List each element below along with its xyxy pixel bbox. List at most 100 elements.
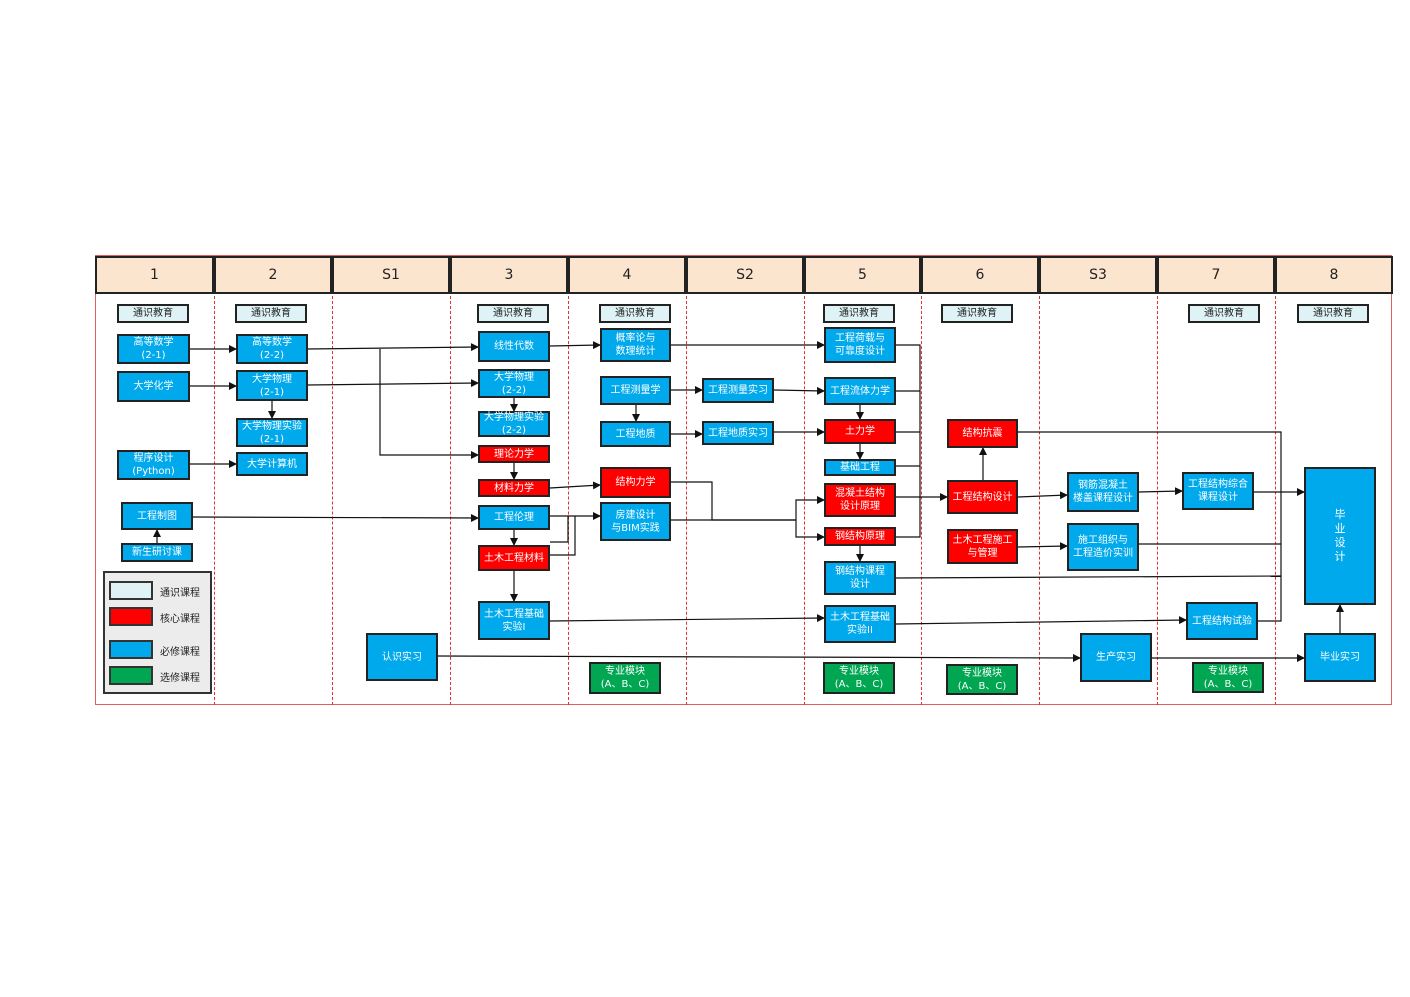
course-construction-management[interactable]: 土木工程施工 与管理 (947, 529, 1018, 564)
course-foundation-engineering[interactable]: 基础工程 (824, 459, 896, 476)
course-foundation-lab-2[interactable]: 土木工程基础 实验II (824, 605, 896, 643)
course-rc-floor-design[interactable]: 钢筋混凝土 楼盖课程设计 (1067, 472, 1139, 512)
course-programming[interactable]: 程序设计 (Python) (117, 450, 190, 480)
semester-header: 1 (95, 256, 214, 294)
semester-header: 8 (1275, 256, 1393, 294)
course-cognition-practice[interactable]: 认识实习 (366, 633, 438, 681)
course-structure-design[interactable]: 工程结构设计 (947, 480, 1018, 514)
course-steel-design[interactable]: 钢结构课程 设计 (824, 561, 896, 595)
legend-label-elective: 选修课程 (160, 673, 200, 684)
course-professional-module[interactable]: 专业模块 (A、B、C) (1192, 662, 1264, 693)
course-physics-2[interactable]: 大学物理 (2-2) (478, 369, 550, 398)
column-divider (568, 296, 569, 705)
column-divider (1039, 296, 1040, 705)
general-education-box: 通识教育 (823, 304, 895, 323)
course-geology-practice[interactable]: 工程地质实习 (702, 421, 774, 445)
connector (896, 497, 921, 538)
connector (795, 496, 825, 520)
course-advanced-math-1[interactable]: 高等数学 (2-1) (117, 334, 190, 364)
course-physics-lab-1[interactable]: 大学物理实验 (2-1) (236, 418, 308, 447)
course-engineering-geology[interactable]: 工程地质 (600, 421, 671, 447)
legend-swatch-required (109, 640, 153, 659)
course-engineering-ethics[interactable]: 工程伦理 (478, 505, 550, 530)
course-linear-algebra[interactable]: 线性代数 (478, 331, 550, 362)
course-material-mechanics[interactable]: 材料力学 (478, 479, 550, 497)
course-physics-1[interactable]: 大学物理 (2-1) (236, 370, 308, 401)
semester-header: 2 (214, 256, 332, 294)
course-foundation-lab-1[interactable]: 土木工程基础 实验I (478, 601, 550, 640)
course-professional-module[interactable]: 专业模块 (A、B、C) (946, 664, 1018, 695)
connector (1138, 487, 1183, 496)
course-graduation-practice[interactable]: 毕业实习 (1304, 633, 1376, 682)
legend: 通识课程 核心课程 必修课程 选修课程 (103, 571, 212, 694)
connector (550, 516, 569, 543)
course-steel-principles[interactable]: 钢结构原理 (824, 527, 896, 546)
connector (549, 481, 601, 490)
course-theoretical-mechanics[interactable]: 理论力学 (478, 445, 550, 463)
course-structure-test[interactable]: 工程结构试验 (1186, 602, 1258, 640)
connector (1017, 542, 1068, 551)
semester-header: S3 (1039, 256, 1157, 294)
course-building-bim[interactable]: 房建设计 与BIM实践 (600, 502, 671, 541)
column-divider (1157, 296, 1158, 705)
legend-label-core: 核心课程 (160, 614, 200, 625)
connector (437, 653, 1081, 662)
course-engineering-drawing[interactable]: 工程制图 (121, 502, 193, 530)
course-engineering-survey[interactable]: 工程测量学 (600, 376, 671, 405)
column-divider (921, 296, 922, 705)
column-divider (686, 296, 687, 705)
column-divider (332, 296, 333, 705)
course-professional-module[interactable]: 专业模块 (A、B、C) (589, 662, 661, 694)
course-soil-mechanics[interactable]: 土力学 (824, 419, 896, 444)
connector (896, 344, 921, 497)
connector (549, 341, 601, 350)
legend-label-general: 通识课程 (160, 588, 200, 599)
connector (307, 379, 479, 388)
semester-header: S1 (332, 256, 450, 294)
course-probability[interactable]: 概率论与 数理统计 (600, 328, 671, 362)
course-fluid-mechanics[interactable]: 工程流体力学 (824, 377, 896, 405)
connector (773, 386, 825, 395)
connector (379, 349, 479, 459)
course-professional-module[interactable]: 专业模块 (A、B、C) (823, 662, 895, 694)
connector (895, 575, 1282, 579)
connector (549, 614, 825, 623)
course-structural-mechanics[interactable]: 结构力学 (600, 467, 671, 498)
semester-header: 6 (921, 256, 1039, 294)
course-graduation-design[interactable]: 毕 业 设 计 (1304, 467, 1376, 605)
course-comprehensive-design[interactable]: 工程结构综合 课程设计 (1182, 472, 1254, 510)
connector (307, 343, 479, 352)
connector (895, 616, 1187, 625)
course-construction-cost[interactable]: 施工组织与 工程造价实训 (1067, 523, 1139, 571)
semester-header: 7 (1157, 256, 1275, 294)
connector (192, 513, 479, 522)
course-physics-lab-2[interactable]: 大学物理实验 (2-2) (478, 411, 550, 437)
semester-header: 5 (804, 256, 921, 294)
column-divider (1275, 296, 1276, 705)
connector (795, 520, 825, 541)
column-divider (214, 296, 215, 705)
course-college-chemistry[interactable]: 大学化学 (117, 371, 190, 402)
general-education-box: 通识教育 (477, 304, 549, 323)
course-load-reliability[interactable]: 工程荷载与 可靠度设计 (824, 327, 896, 363)
semester-header: S2 (686, 256, 804, 294)
course-civil-materials[interactable]: 土木工程材料 (478, 545, 550, 571)
course-freshman-seminar[interactable]: 新生研讨课 (121, 543, 193, 562)
course-production-practice[interactable]: 生产实习 (1080, 633, 1152, 682)
column-divider (450, 296, 451, 705)
course-advanced-math-2[interactable]: 高等数学 (2-2) (236, 334, 308, 364)
general-education-box: 通识教育 (1188, 304, 1260, 323)
course-concrete-design[interactable]: 混凝土结构 设计原理 (824, 483, 896, 517)
connector (550, 516, 576, 556)
course-survey-practice[interactable]: 工程测量实习 (702, 378, 774, 403)
general-education-box: 通识教育 (599, 304, 671, 323)
legend-swatch-core (109, 607, 153, 626)
legend-swatch-elective (109, 666, 153, 685)
course-college-computer[interactable]: 大学计算机 (236, 452, 308, 476)
course-seismic-design[interactable]: 结构抗震 (947, 419, 1018, 448)
legend-label-required: 必修课程 (160, 647, 200, 658)
semester-header: 3 (450, 256, 568, 294)
connector (671, 481, 796, 521)
semester-header: 4 (568, 256, 686, 294)
